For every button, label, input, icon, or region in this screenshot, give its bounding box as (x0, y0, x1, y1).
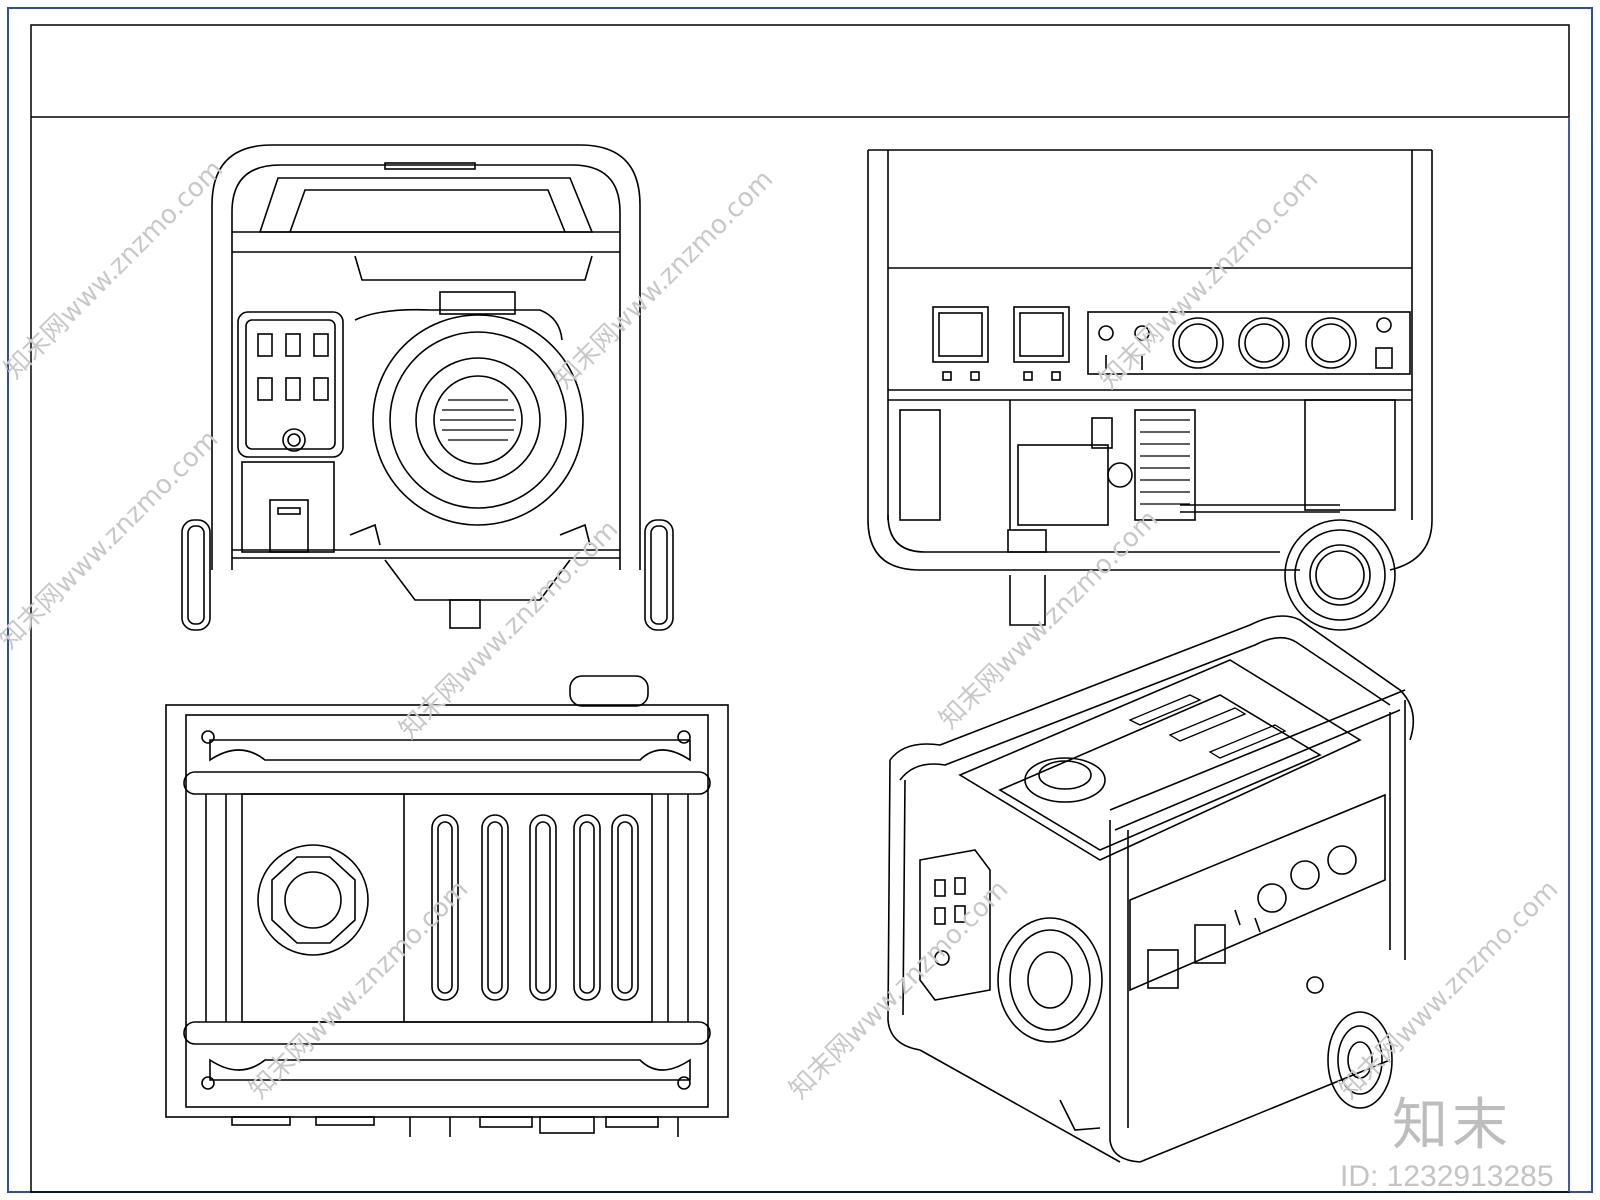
sheet-frame (7, 7, 1593, 1193)
watermark-text: 知末网www.znzmo.com (1094, 164, 1325, 395)
drawing-id-label: ID: 1232913285 (1340, 1160, 1554, 1193)
watermark-text: 知末网www.znzmo.com (0, 424, 224, 655)
watermark-text: 知末网www.znzmo.com (394, 514, 625, 745)
side-view (867, 149, 1433, 631)
cooling-fins (1140, 419, 1190, 505)
top-view (165, 675, 729, 1137)
tank-ribs (1128, 694, 1287, 759)
brand-logo: 知末 (1392, 1093, 1512, 1158)
watermark-text: 知末网www.znzmo.com (0, 154, 229, 385)
starter-slots (440, 399, 516, 441)
front-view (181, 144, 674, 631)
watermark-text: 知末网www.znzmo.com (784, 874, 1015, 1105)
watermark-text: 知末网www.znzmo.com (934, 504, 1165, 735)
watermark-text: 知末网www.znzmo.com (1334, 874, 1565, 1105)
isometric-view (887, 615, 1415, 1163)
